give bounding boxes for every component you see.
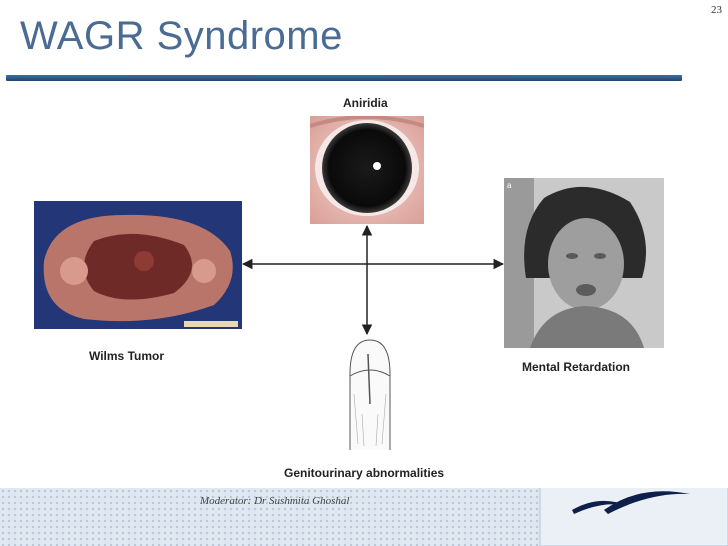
seagull-logo-icon — [572, 491, 690, 514]
genitourinary-sketch — [328, 334, 412, 450]
footer-band — [0, 488, 728, 546]
svg-text:a: a — [507, 181, 512, 190]
title-divider — [6, 75, 682, 81]
mental-retardation-photo: a — [504, 178, 664, 348]
aniridia-label: Aniridia — [343, 96, 388, 110]
page-title: WAGR Syndrome — [20, 14, 343, 58]
aniridia-photo — [310, 116, 424, 224]
genitourinary-label: Genitourinary abnormalities — [284, 466, 445, 480]
wilms-tumor-photo — [34, 201, 242, 329]
mental-retardation-label: Mental Retardation — [522, 360, 631, 374]
slide-number: 23 — [711, 4, 722, 16]
wilms-tumor-label: Wilms Tumor — [89, 349, 165, 363]
footer-moderator: Moderator: Dr Sushmita Ghoshal — [200, 495, 350, 507]
